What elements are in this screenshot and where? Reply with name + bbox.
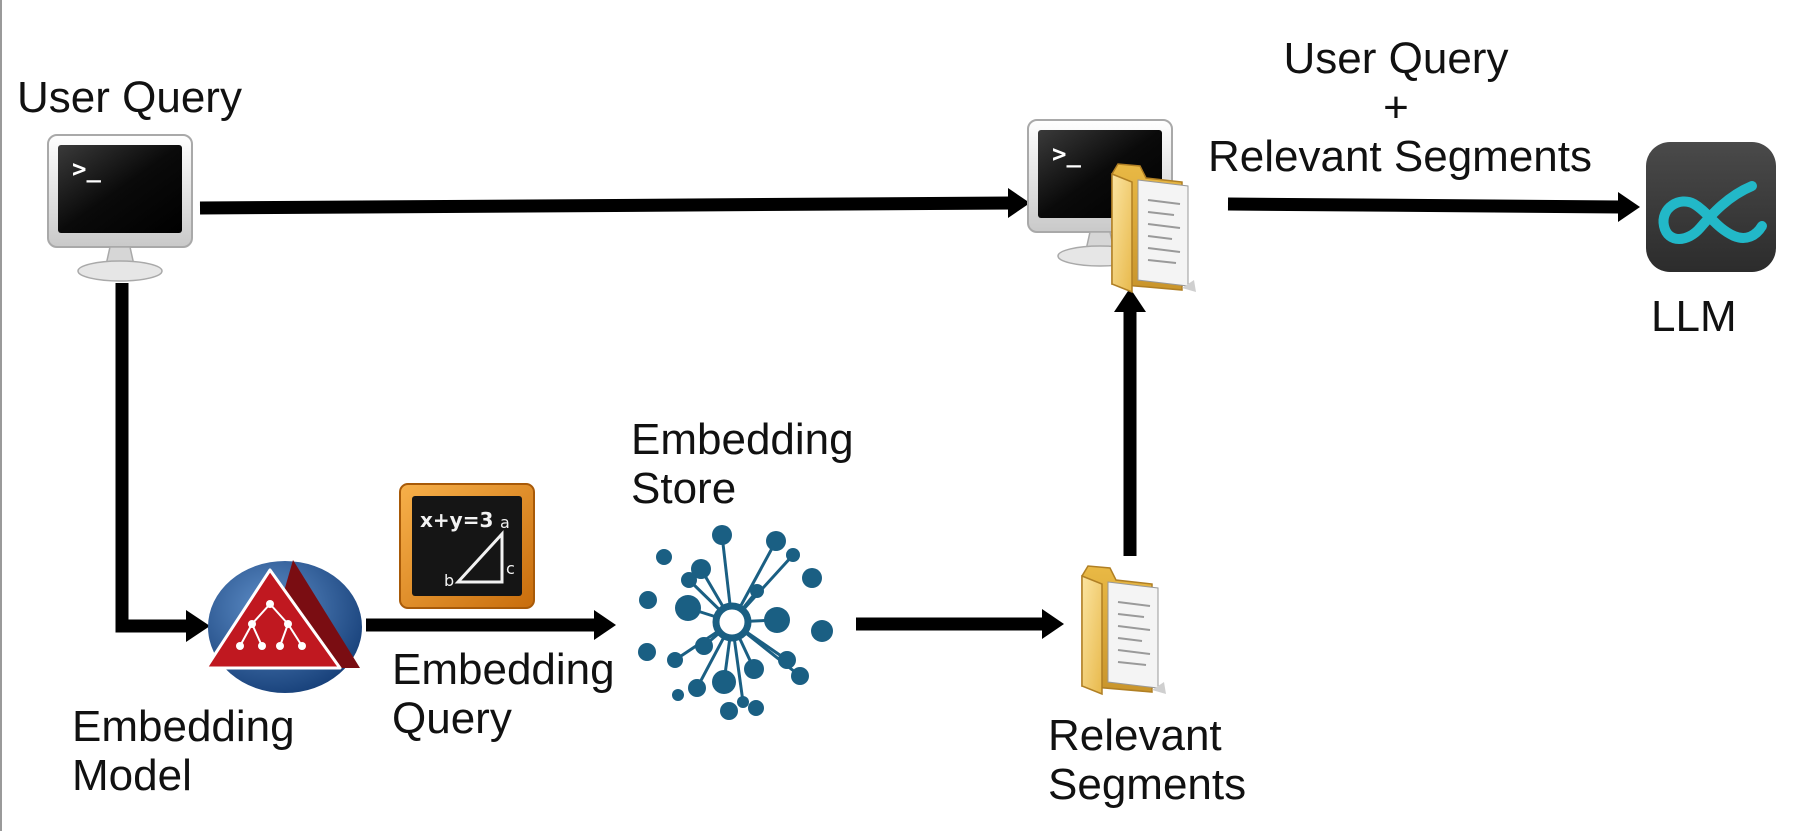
llm-label: LLM <box>1651 292 1737 341</box>
chalkboard-vertex-b: b <box>444 571 454 590</box>
embedding-model-line-2: Model <box>72 751 192 800</box>
relevant-segments-label: Relevant Segments <box>1048 711 1246 809</box>
left-border <box>0 0 2 831</box>
user-query-label: User Query <box>17 73 242 122</box>
terminal-prompt: >_ <box>72 155 101 183</box>
llm-app-icon <box>1646 142 1776 272</box>
combined-line-3: Relevant Segments <box>1208 132 1592 181</box>
combined-line-2: + <box>1383 83 1409 132</box>
arrow-user-down-to-model <box>115 283 210 642</box>
embedding-query-line-2: Query <box>392 694 512 743</box>
computer-terminal-icon: >_ <box>47 134 193 282</box>
chalkboard-vertex-a: a <box>500 513 510 532</box>
relevant-segments-line-1: Relevant <box>1048 711 1222 760</box>
embedding-store-line-1: Embedding <box>631 415 854 464</box>
combined-label: User Query + Relevant Segments <box>1208 34 1592 181</box>
embedding-model-line-1: Embedding <box>72 702 295 751</box>
combined-line-1: User Query <box>1283 34 1509 83</box>
arrow-store-to-segments <box>856 609 1064 639</box>
arrow-model-to-store <box>366 610 616 640</box>
embedding-store-line-2: Store <box>631 464 737 513</box>
arrow-segments-up-to-combined <box>1114 288 1146 556</box>
model-triangle-icon <box>204 560 362 693</box>
terminal-with-folder-icon: >_ <box>1027 119 1197 293</box>
embedding-query-label: Embedding Query <box>392 645 615 743</box>
chalkboard-vertex-c: c <box>506 559 515 578</box>
embedding-model-label: Embedding Model <box>72 702 295 800</box>
terminal-prompt: >_ <box>1052 140 1081 168</box>
relevant-segments-line-2: Segments <box>1048 760 1247 809</box>
embedding-query-line-1: Embedding <box>392 645 615 694</box>
chalkboard-math-icon: x+y=3 a b c <box>399 483 535 609</box>
folder-documents-icon <box>1081 565 1167 695</box>
arrow-user-to-combined <box>199 188 1030 218</box>
embedding-store-label: Embedding Store <box>631 415 854 513</box>
network-cluster-icon <box>638 525 833 720</box>
chalkboard-equation: x+y=3 <box>420 508 493 532</box>
arrow-combined-to-llm <box>1227 192 1640 222</box>
